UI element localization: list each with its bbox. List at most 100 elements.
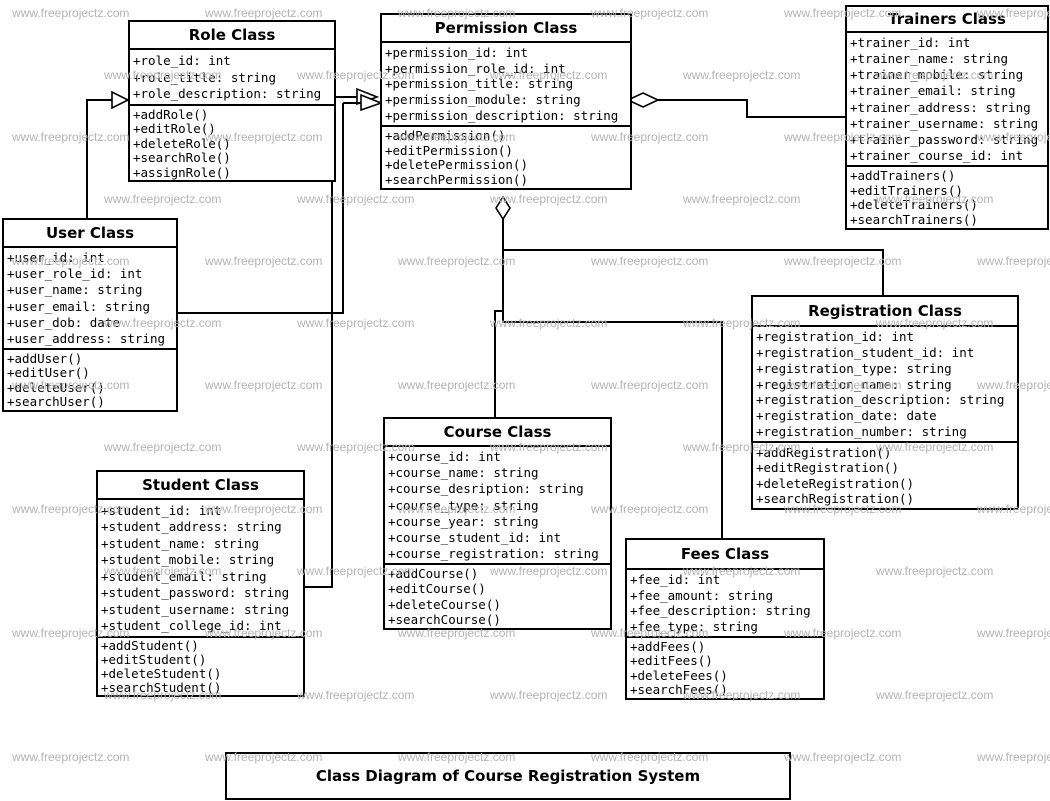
attribute-row: +user_id: int <box>7 250 105 266</box>
attribute-row: +fee_id: int <box>630 571 721 587</box>
attribute-row: +student_mobile: string <box>101 552 275 568</box>
class-box-fees: Fees Class +fee_id: int+fee_amount: stri… <box>625 538 825 700</box>
attribute-row: +role_description: string <box>133 86 322 102</box>
method-row: +addStudent() <box>101 638 199 653</box>
attribute-row: +user_dob: date <box>7 314 120 330</box>
attribute-row: +trainer_password: string <box>850 131 1039 147</box>
attribute-row: +course_student_id: int <box>388 529 562 545</box>
attribute-row: +registration_id: int <box>756 328 915 344</box>
methods-section: +addStudent()+editStudent()+deleteStuden… <box>98 638 303 695</box>
attribute-row: +trainer_mobile: string <box>850 67 1024 83</box>
attribute-row: +trainer_course_id: int <box>850 147 1024 163</box>
class-box-trainers: Trainers Class +trainer_id: int+trainer_… <box>845 5 1049 230</box>
method-row: +addCourse() <box>388 566 479 582</box>
attribute-row: +user_name: string <box>7 282 143 298</box>
methods-section: +addFees()+editFees()+deleteFees()+searc… <box>627 638 823 698</box>
method-row: +searchRegistration() <box>756 491 915 507</box>
method-row: +deleteRole() <box>133 135 231 151</box>
method-row: +addRegistration() <box>756 444 892 460</box>
attribute-row: +registration_name: string <box>756 376 952 392</box>
class-title: Registration Class <box>753 297 1017 327</box>
class-title: Permission Class <box>382 15 630 43</box>
diagram-caption-text: Class Diagram of Course Registration Sys… <box>315 767 701 785</box>
method-row: +editCourse() <box>388 581 486 597</box>
generalization-triangle-icon <box>111 90 130 110</box>
attribute-row: +permission_title: string <box>385 76 574 92</box>
method-row: +addFees() <box>630 638 706 654</box>
attribute-row: +course_registration: string <box>388 545 599 561</box>
method-row: +editRole() <box>133 121 216 136</box>
attributes-section: +fee_id: int+fee_amount: string+fee_desc… <box>627 570 823 638</box>
class-box-student: Student Class +student_id: int+student_a… <box>96 470 305 697</box>
attribute-row: +course_id: int <box>388 449 501 465</box>
method-row: +assignRole() <box>133 164 231 180</box>
method-row: +searchTrainers() <box>850 212 978 228</box>
attribute-row: +registration_student_id: int <box>756 344 975 360</box>
class-box-course: Course Class +course_id: int+course_name… <box>383 417 612 630</box>
attribute-row: +course_year: string <box>388 513 539 529</box>
attribute-row: +fee_type: string <box>630 619 758 635</box>
method-row: +editTrainers() <box>850 182 963 198</box>
attribute-row: +registration_type: string <box>756 360 952 376</box>
attribute-row: +trainer_username: string <box>850 115 1039 131</box>
attribute-row: +permission_description: string <box>385 108 619 124</box>
methods-section: +addRegistration()+editRegistration()+de… <box>753 443 1017 508</box>
attribute-row: +permission_id: int <box>385 44 528 60</box>
attribute-row: +permission_module: string <box>385 92 581 108</box>
attribute-row: +course_type: string <box>388 497 539 513</box>
attributes-section: +student_id: int+student_address: string… <box>98 500 303 638</box>
attributes-section: +registration_id: int+registration_stude… <box>753 327 1017 443</box>
aggregation-diamond-icon <box>495 195 511 221</box>
attribute-row: +trainer_name: string <box>850 51 1009 67</box>
attribute-row: +fee_amount: string <box>630 587 773 603</box>
class-title: Trainers Class <box>847 7 1047 33</box>
class-title: Fees Class <box>627 540 823 570</box>
attribute-row: +role_id: int <box>133 52 231 68</box>
attribute-row: +trainer_address: string <box>850 99 1031 115</box>
method-row: +searchCourse() <box>388 611 501 627</box>
open-arrowhead-icon <box>360 93 384 112</box>
class-box-role: Role Class +role_id: int+role_title: str… <box>128 20 336 182</box>
method-row: +searchRole() <box>133 150 231 165</box>
class-box-permission: Permission Class +permission_id: int+per… <box>380 13 632 190</box>
method-row: +deleteTrainers() <box>850 197 978 213</box>
method-row: +editFees() <box>630 653 713 669</box>
attribute-row: +fee_description: string <box>630 603 811 619</box>
class-title: Role Class <box>130 22 334 50</box>
method-row: +searchFees() <box>630 682 728 698</box>
attribute-row: +role_title: string <box>133 69 276 85</box>
method-row: +addTrainers() <box>850 167 956 183</box>
attribute-row: +user_address: string <box>7 330 166 346</box>
method-row: +deleteFees() <box>630 667 728 683</box>
methods-section: +addCourse()+editCourse()+deleteCourse()… <box>385 565 610 628</box>
methods-section: +addUser()+editUser()+deleteUser()+searc… <box>4 350 176 410</box>
attributes-section: +user_id: int+user_role_id: int+user_nam… <box>4 248 176 350</box>
attribute-row: +course_desription: string <box>388 481 584 497</box>
method-row: +searchPermission() <box>385 172 528 188</box>
method-row: +editPermission() <box>385 142 513 158</box>
method-row: +deleteStudent() <box>101 666 222 681</box>
attribute-row: +student_email: string <box>101 568 267 584</box>
attribute-row: +student_college_id: int <box>101 618 282 634</box>
attribute-row: +student_address: string <box>101 519 282 535</box>
class-box-registration: Registration Class +registration_id: int… <box>751 295 1019 510</box>
method-row: +addUser() <box>7 350 83 366</box>
attribute-row: +course_name: string <box>388 465 539 481</box>
method-row: +editRegistration() <box>756 460 899 476</box>
attribute-row: +user_role_id: int <box>7 266 143 282</box>
class-title: Student Class <box>98 472 303 500</box>
attributes-section: +permission_id: int+permission_role_id: … <box>382 43 630 127</box>
attributes-section: +trainer_id: int+trainer_name: string+tr… <box>847 33 1047 167</box>
attribute-row: +student_name: string <box>101 535 260 551</box>
methods-section: +addTrainers()+editTrainers()+deleteTrai… <box>847 167 1047 228</box>
attribute-row: +student_password: string <box>101 585 290 601</box>
attribute-row: +trainer_email: string <box>850 83 1016 99</box>
method-row: +deleteRegistration() <box>756 475 915 491</box>
method-row: +searchUser() <box>7 394 105 410</box>
method-row: +searchStudent() <box>101 680 222 695</box>
method-row: +editStudent() <box>101 652 207 667</box>
class-title: User Class <box>4 220 176 248</box>
attribute-row: +trainer_id: int <box>850 35 971 51</box>
attribute-row: +registration_number: string <box>756 424 967 440</box>
